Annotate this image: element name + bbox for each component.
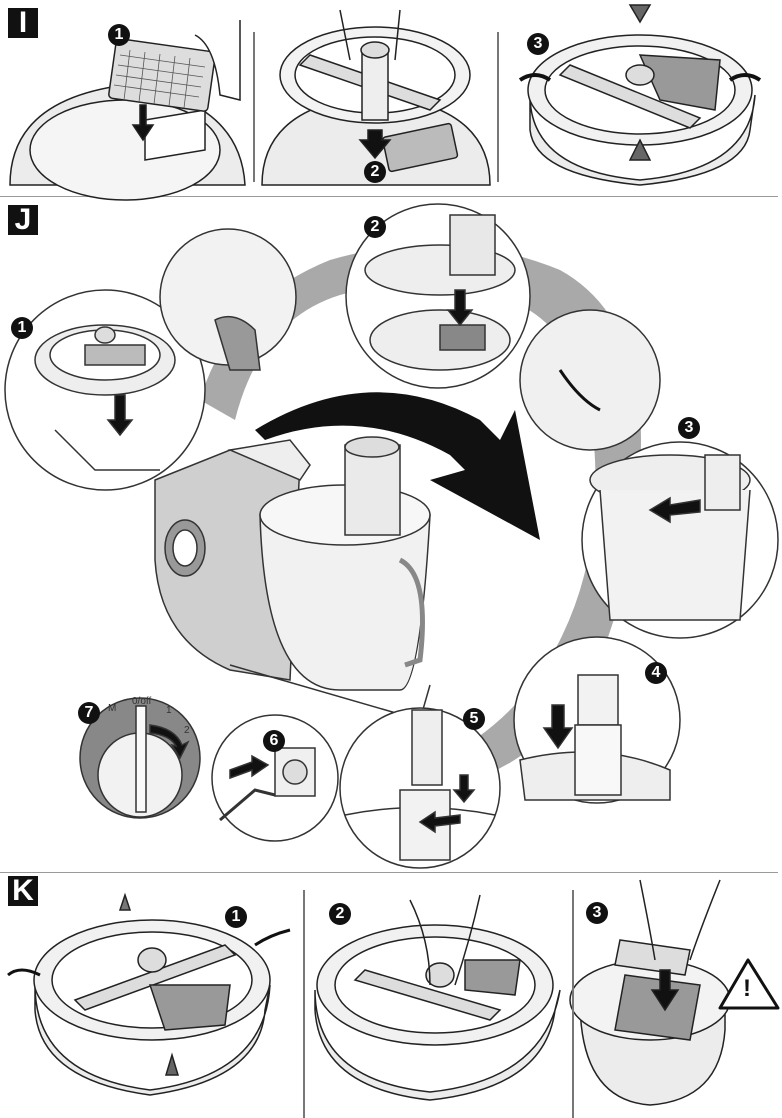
warning-triangle-icon (718, 958, 780, 1010)
illustration-j-3 (581, 441, 779, 639)
dial-label-1: 1 (166, 705, 172, 716)
step-k-1: 1 (225, 906, 247, 928)
illustration-k-3 (569, 879, 731, 1106)
divider-j-k (0, 872, 778, 873)
illustration-j-7 (79, 697, 201, 819)
illustration-j-6 (211, 714, 339, 842)
warning-exclamation: ! (743, 975, 751, 1002)
section-label-k: K (8, 876, 38, 906)
dial-label-off: 0/off (132, 696, 152, 707)
food-processor (154, 436, 431, 721)
illustration-k-1 (7, 892, 291, 1096)
illustration-j-1 (4, 289, 206, 491)
step-k-2: 2 (329, 903, 351, 925)
divider-i-2 (497, 32, 499, 182)
illustration-j-4 (513, 636, 681, 804)
dial-label-m: M (108, 703, 117, 714)
step-j-2: 2 (364, 216, 386, 238)
illustration-j-2 (345, 203, 531, 389)
illustration-i-1 (9, 20, 246, 201)
divider-k-1 (303, 890, 305, 1118)
curved-arrow-icon (255, 392, 540, 540)
divider-i-1 (253, 32, 255, 182)
divider-k-2 (572, 890, 574, 1118)
step-k-3: 3 (586, 902, 608, 924)
step-i-3: 3 (527, 33, 549, 55)
step-i-2: 2 (364, 161, 386, 183)
dial-label-2: 2 (184, 725, 190, 736)
step-j-1: 1 (11, 317, 33, 339)
section-label-i: I (8, 8, 38, 38)
illustration-i-3 (518, 4, 762, 186)
illustration-i-2 (261, 9, 491, 186)
illustration-j-1-inset (159, 228, 297, 371)
step-j-5: 5 (463, 708, 485, 730)
divider-i-j (0, 196, 778, 197)
step-j-4: 4 (645, 662, 667, 684)
step-j-3: 3 (678, 417, 700, 439)
illustration-j-3-inset (519, 309, 661, 451)
step-i-1: 1 (108, 24, 130, 46)
section-label-j: J (8, 205, 38, 235)
illustration-j-5 (339, 707, 501, 869)
illustration-k-2 (314, 894, 561, 1101)
step-j-7: 7 (78, 702, 100, 724)
step-j-6: 6 (263, 730, 285, 752)
